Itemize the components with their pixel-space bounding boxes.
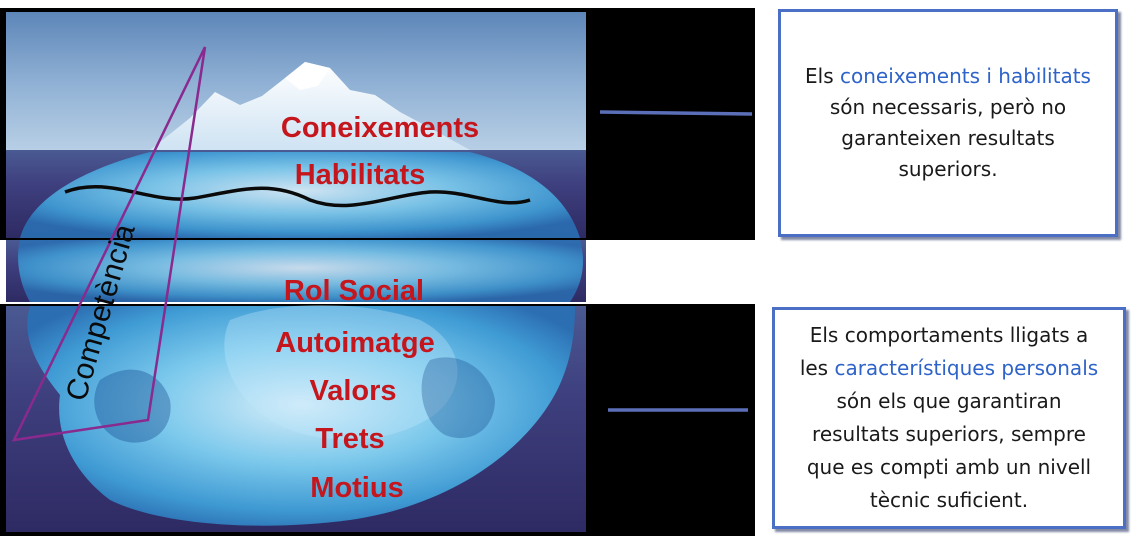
top-line1-highlight: coneixements i habilitats [840,64,1091,88]
bottom-line6: tècnic suficient. [869,488,1029,512]
top-line4: superiors. [898,157,998,181]
top-textbox-content: Els coneixements i habilitats són necess… [805,61,1091,185]
bottom-line5: que es compti amb un nivell [806,455,1092,479]
label-rol-social: Rol Social [284,275,424,307]
bottom-textbox-content: Els comportaments lligats a les caracter… [800,319,1098,517]
competence-triangle [11,46,207,442]
label-autoimatge: Autoimatge [275,327,435,359]
bottom-line4: resultats superiors, sempre [812,422,1086,446]
bottom-line2-highlight: característiques personals [834,356,1099,380]
top-line3: garanteixen resultats [841,126,1055,150]
label-valors: Valors [309,375,396,407]
top-line1-prefix: Els [805,64,841,88]
bottom-line1: Els comportaments lligats a [809,323,1089,347]
bottom-textbox: Els comportaments lligats a les caracter… [772,307,1126,529]
connector-top [599,110,753,116]
top-textbox: Els coneixements i habilitats són necess… [778,9,1118,237]
label-coneixements: Coneixements [281,112,479,144]
bottom-line2-prefix: les [799,356,835,380]
top-line2: són necessaris, però no [829,95,1067,119]
bottom-line3: són els que garantiran [836,389,1062,413]
iceberg-photo [6,12,586,532]
label-trets: Trets [315,423,384,455]
label-habilitats: Habilitats [295,159,426,191]
label-motius: Motius [310,472,403,504]
waterline-wave [64,185,531,208]
